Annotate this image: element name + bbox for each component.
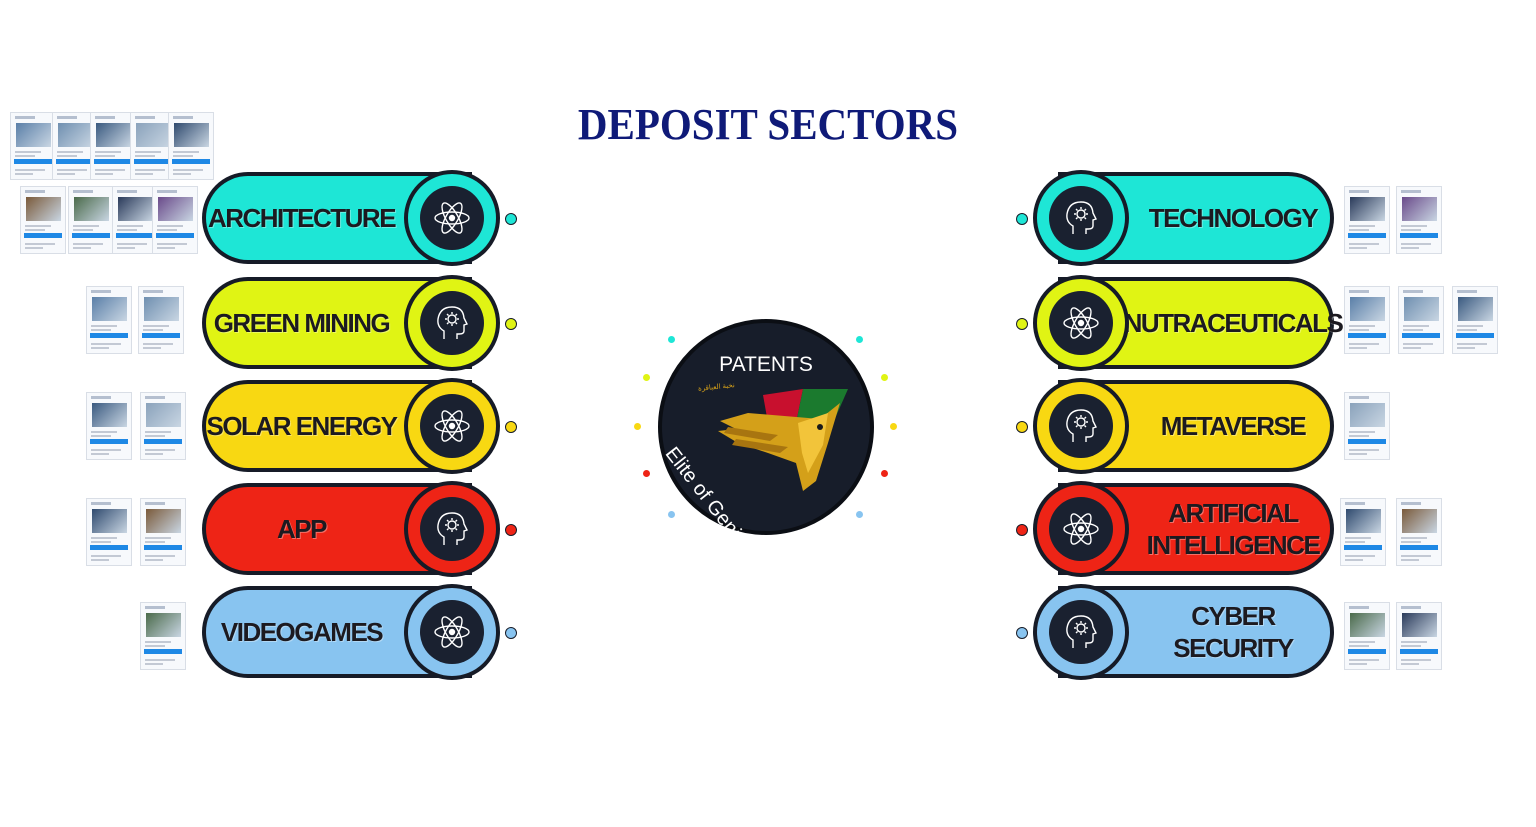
patent-document-thumbnail[interactable] (1344, 286, 1390, 354)
sector-icon-ring[interactable] (404, 378, 500, 474)
sector-icon-ring[interactable] (404, 170, 500, 266)
sector-label: APP (277, 513, 401, 545)
sector-icon-ring[interactable] (1033, 378, 1129, 474)
patent-document-thumbnail[interactable] (138, 286, 184, 354)
connector-dot (1016, 524, 1028, 536)
badge-dot (856, 511, 863, 518)
head-gear-icon (420, 291, 484, 355)
sector-icon-ring[interactable] (1033, 584, 1129, 680)
patent-document-thumbnail[interactable] (10, 112, 56, 180)
badge-dot (881, 470, 888, 477)
badge-dot (634, 423, 641, 430)
patent-document-thumbnail[interactable] (20, 186, 66, 254)
sector-icon-ring[interactable] (404, 584, 500, 680)
patent-document-thumbnail[interactable] (86, 286, 132, 354)
head-gear-icon (1049, 394, 1113, 458)
patent-document-thumbnail[interactable] (1396, 602, 1442, 670)
connector-dot (505, 627, 517, 639)
connector-dot (505, 318, 517, 330)
connector-dot (1016, 213, 1028, 225)
patent-document-thumbnail[interactable] (140, 392, 186, 460)
sector-icon-ring[interactable] (404, 481, 500, 577)
patent-document-thumbnail[interactable] (140, 602, 186, 670)
patent-document-thumbnail[interactable] (1396, 186, 1442, 254)
badge-title: PATENTS (662, 353, 870, 377)
badge-dot (881, 374, 888, 381)
patent-document-thumbnail[interactable] (1344, 602, 1390, 670)
patent-document-thumbnail[interactable] (1340, 498, 1386, 566)
patent-document-thumbnail[interactable] (140, 498, 186, 566)
connector-dot (1016, 318, 1028, 330)
atom-icon (420, 394, 484, 458)
head-gear-icon (420, 497, 484, 561)
connector-dot (505, 524, 517, 536)
patent-document-thumbnail[interactable] (1398, 286, 1444, 354)
connector-dot (505, 421, 517, 433)
sector-icon-ring[interactable] (404, 275, 500, 371)
patent-document-thumbnail[interactable] (168, 112, 214, 180)
badge-dot (668, 336, 675, 343)
badge-dot (668, 511, 675, 518)
badge-dot (643, 374, 650, 381)
badge-dot (856, 336, 863, 343)
connector-dot (1016, 627, 1028, 639)
patent-document-thumbnail[interactable] (68, 186, 114, 254)
head-gear-icon (1049, 600, 1113, 664)
patent-document-thumbnail[interactable] (1396, 498, 1442, 566)
patent-document-thumbnail[interactable] (152, 186, 198, 254)
atom-icon (1049, 497, 1113, 561)
sector-icon-ring[interactable] (1033, 481, 1129, 577)
badge-dot (643, 470, 650, 477)
sector-icon-ring[interactable] (1033, 275, 1129, 371)
head-gear-icon (1049, 186, 1113, 250)
eagle-emblem (708, 383, 858, 503)
patent-document-thumbnail[interactable] (1344, 186, 1390, 254)
atom-icon (420, 186, 484, 250)
patent-document-thumbnail[interactable] (1344, 392, 1390, 460)
patent-document-thumbnail[interactable] (86, 498, 132, 566)
sector-icon-ring[interactable] (1033, 170, 1129, 266)
atom-icon (420, 600, 484, 664)
page-title: DEPOSIT SECTORS (0, 98, 1536, 150)
patent-document-thumbnail[interactable] (86, 392, 132, 460)
patents-badge[interactable]: PATENTS نخبة العباقرة Elite of Genius (658, 319, 874, 535)
connector-dot (1016, 421, 1028, 433)
badge-dot (890, 423, 897, 430)
connector-dot (505, 213, 517, 225)
atom-icon (1049, 291, 1113, 355)
patent-document-thumbnail[interactable] (1452, 286, 1498, 354)
